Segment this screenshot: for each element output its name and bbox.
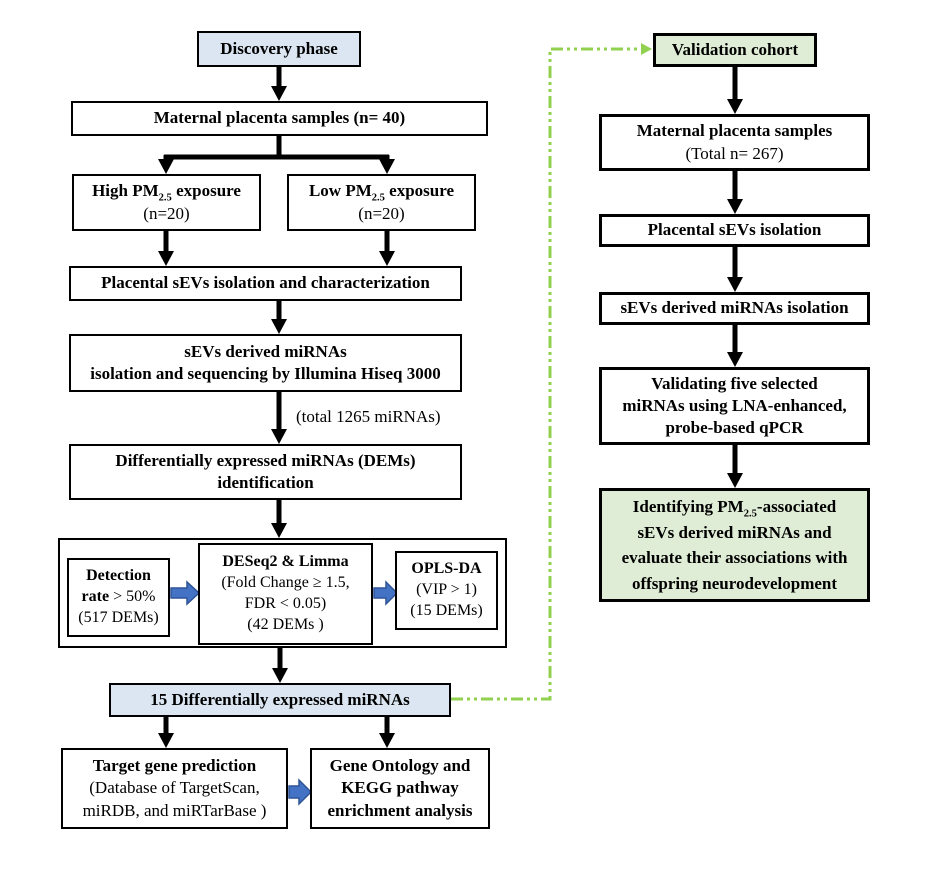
validation-cohort-label: Validation cohort (671, 39, 799, 59)
low-exposure-label: Low PM2.5 exposure (308, 181, 455, 204)
validation-cohort-box: Validation cohort (653, 33, 817, 67)
low-exposure-count: (n=20) (358, 203, 405, 223)
validating-five-box: Validating five selected miRNAs using LN… (599, 367, 870, 445)
mirna-sequencing-line1: sEVs derived miRNAs (184, 341, 347, 361)
filter-group-box (58, 538, 507, 648)
deseq-limma-title: DESeq2 & Limma (222, 553, 349, 571)
gene-ontology-line1: Gene Ontology and (329, 756, 471, 776)
sev-isolation-characterization-label: Placental sEVs isolation and characteriz… (101, 273, 430, 293)
identifying-line1: Identifying PM2.5-associated (632, 497, 837, 520)
detection-rate-box: Detection rate > 50% (517 DEMs) (67, 558, 170, 637)
discovery-phase-label: Discovery phase (220, 38, 338, 58)
identifying-line4: offspring neurodevelopment (631, 573, 838, 593)
dem15-label: 15 Differentially expressed miRNAs (150, 689, 410, 709)
maternal-samples-40-box: Maternal placenta samples (n= 40) (71, 101, 488, 136)
detection-rate-line1: Detection (86, 567, 151, 585)
high-exposure-count: (n=20) (143, 203, 190, 223)
discovery-phase-box: Discovery phase (197, 31, 361, 67)
identifying-line2: sEVs derived miRNAs and (637, 522, 832, 542)
validating-five-line1: Validating five selected (651, 373, 818, 393)
detection-rate-line2: rate > 50% (81, 588, 156, 606)
block-arrow-detection-to-deseq-icon (170, 580, 201, 606)
placental-sev-isolation-label: Placental sEVs isolation (647, 220, 822, 240)
sev-mirna-isolation-label: sEVs derived miRNAs isolation (620, 298, 849, 318)
dem-identification-line1: Differentially expressed miRNAs (DEMs) (115, 450, 416, 470)
blue-block-arrows (170, 580, 399, 806)
validating-five-line3: probe-based qPCR (665, 418, 804, 438)
deseq-limma-line2: (Fold Change ≥ 1.5, (221, 574, 350, 592)
deseq-limma-box: DESeq2 & Limma (Fold Change ≥ 1.5, FDR <… (198, 543, 373, 645)
deseq-limma-line3: FDR < 0.05) (244, 595, 327, 612)
target-gene-title: Target gene prediction (92, 756, 257, 776)
high-exposure-label: High PM2.5 exposure (92, 181, 241, 204)
low-exposure-box: Low PM2.5 exposure (n=20) (287, 174, 476, 231)
placental-sev-isolation-box: Placental sEVs isolation (599, 214, 870, 247)
opls-da-box: OPLS-DA (VIP > 1) (15 DEMs) (395, 551, 498, 630)
detection-rate-count: (517 DEMs) (78, 608, 159, 626)
block-arrow-deseq-to-opls-icon (373, 580, 399, 606)
identifying-associations-box: Identifying PM2.5-associated sEVs derive… (599, 488, 870, 602)
gene-ontology-line3: enrichment analysis (327, 800, 473, 820)
dem-identification-line2: identification (217, 473, 314, 492)
high-exposure-box: High PM2.5 exposure (n=20) (72, 174, 261, 231)
maternal-samples-267-line1: Maternal placenta samples (636, 121, 833, 141)
sev-isolation-characterization-box: Placental sEVs isolation and characteriz… (69, 266, 462, 301)
gene-ontology-line2: KEGG pathway (341, 778, 459, 798)
opls-da-line2: (VIP > 1) (416, 581, 477, 599)
maternal-samples-267-line2: (Total n= 267) (685, 143, 784, 163)
opls-da-title: OPLS-DA (411, 560, 482, 578)
mirna-sequencing-box: sEVs derived miRNAs isolation and sequen… (69, 334, 462, 392)
sev-mirna-isolation-box: sEVs derived miRNAs isolation (599, 292, 870, 325)
dem15-to-validation-dashed-connector (451, 43, 652, 701)
identifying-line3: evaluate their associations with (621, 548, 848, 567)
validating-five-line2: miRNAs using LNA-enhanced, (622, 395, 847, 415)
discovery-arrows (158, 67, 395, 748)
gene-ontology-box: Gene Ontology and KEGG pathway enrichmen… (310, 748, 490, 829)
dem15-box: 15 Differentially expressed miRNAs (109, 683, 451, 717)
deseq-limma-count: (42 DEMs ) (247, 615, 324, 633)
maternal-samples-267-box: Maternal placenta samples (Total n= 267) (599, 114, 870, 171)
total-mirnas-note: (total 1265 miRNAs) (296, 407, 441, 426)
dem-identification-box: Differentially expressed miRNAs (DEMs) i… (69, 444, 462, 500)
opls-da-count: (15 DEMs) (410, 601, 483, 619)
mirna-sequencing-line2: isolation and sequencing by Illumina His… (90, 364, 441, 383)
target-gene-prediction-box: Target gene prediction (Database of Targ… (61, 748, 288, 829)
target-gene-line3: miRDB, and miRTarBase ) (82, 800, 267, 820)
maternal-samples-40-label: Maternal placenta samples (n= 40) (153, 108, 406, 128)
target-gene-line2: (Database of TargetScan, (89, 778, 260, 798)
block-arrow-target-to-ontology-icon (288, 778, 313, 806)
